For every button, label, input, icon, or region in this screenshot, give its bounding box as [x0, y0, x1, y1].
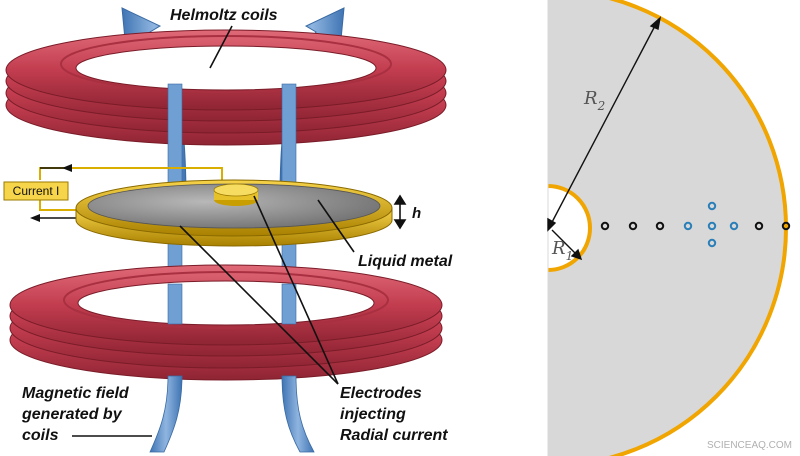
field-tail-bottom-left — [149, 375, 183, 453]
height-marker — [393, 194, 407, 230]
annular-domain — [548, 0, 788, 456]
watermark: SCIENCEAQ.COM — [707, 440, 792, 451]
outer-radius-arrow — [547, 16, 662, 232]
coils-leader — [209, 25, 233, 69]
probe-blue — [683, 221, 693, 231]
current-label-box — [3, 181, 69, 201]
probe-blue — [707, 201, 717, 211]
probe-black — [781, 221, 791, 231]
current-arrow-out — [30, 214, 40, 222]
outer-radius-label: R2 — [583, 88, 605, 113]
liquid-metal-disk — [75, 179, 393, 247]
liquid-metal-label: Liquid metal — [358, 253, 453, 270]
probe-black — [600, 221, 610, 231]
probe-black — [628, 221, 638, 231]
probes-blue — [683, 201, 739, 248]
right-diagram: R2 R1 SCIENCEAQ.COM — [547, 0, 792, 456]
probe-blue — [707, 221, 717, 231]
magnetic-field-label: Magnetic field generated by coils — [21, 385, 133, 444]
magnetic-field-line-1: Magnetic field — [22, 385, 130, 402]
electrodes-label: Electrodes injecting Radial current — [340, 385, 448, 444]
helmholtz-coil-upper — [5, 29, 447, 146]
field-tail-bottom-right — [281, 375, 315, 453]
current-label: Current I — [13, 184, 60, 198]
electrodes-line-1: Electrodes — [340, 385, 422, 402]
probes-black — [600, 221, 791, 231]
electrodes-line-2: injecting — [340, 406, 406, 423]
coils-label: Helmoltz coils — [170, 7, 278, 24]
probe-black — [754, 221, 764, 231]
electrodes-leaders — [179, 195, 339, 385]
inner-radius-arrow — [551, 229, 583, 261]
inner-boundary — [548, 184, 592, 272]
magnetic-field-line-2: generated by — [21, 406, 123, 423]
height-label: h — [412, 205, 421, 222]
helmholtz-coil-lower — [9, 264, 443, 381]
magnetic-field-line-3: coils — [22, 427, 59, 444]
liquid-metal-leader — [317, 199, 355, 253]
left-diagram: Current I h — [3, 7, 453, 453]
probe-black — [655, 221, 665, 231]
electrodes-line-3: Radial current — [340, 427, 448, 444]
inner-radius-label: R1 — [551, 238, 573, 263]
probe-blue — [707, 238, 717, 248]
probe-blue — [729, 221, 739, 231]
